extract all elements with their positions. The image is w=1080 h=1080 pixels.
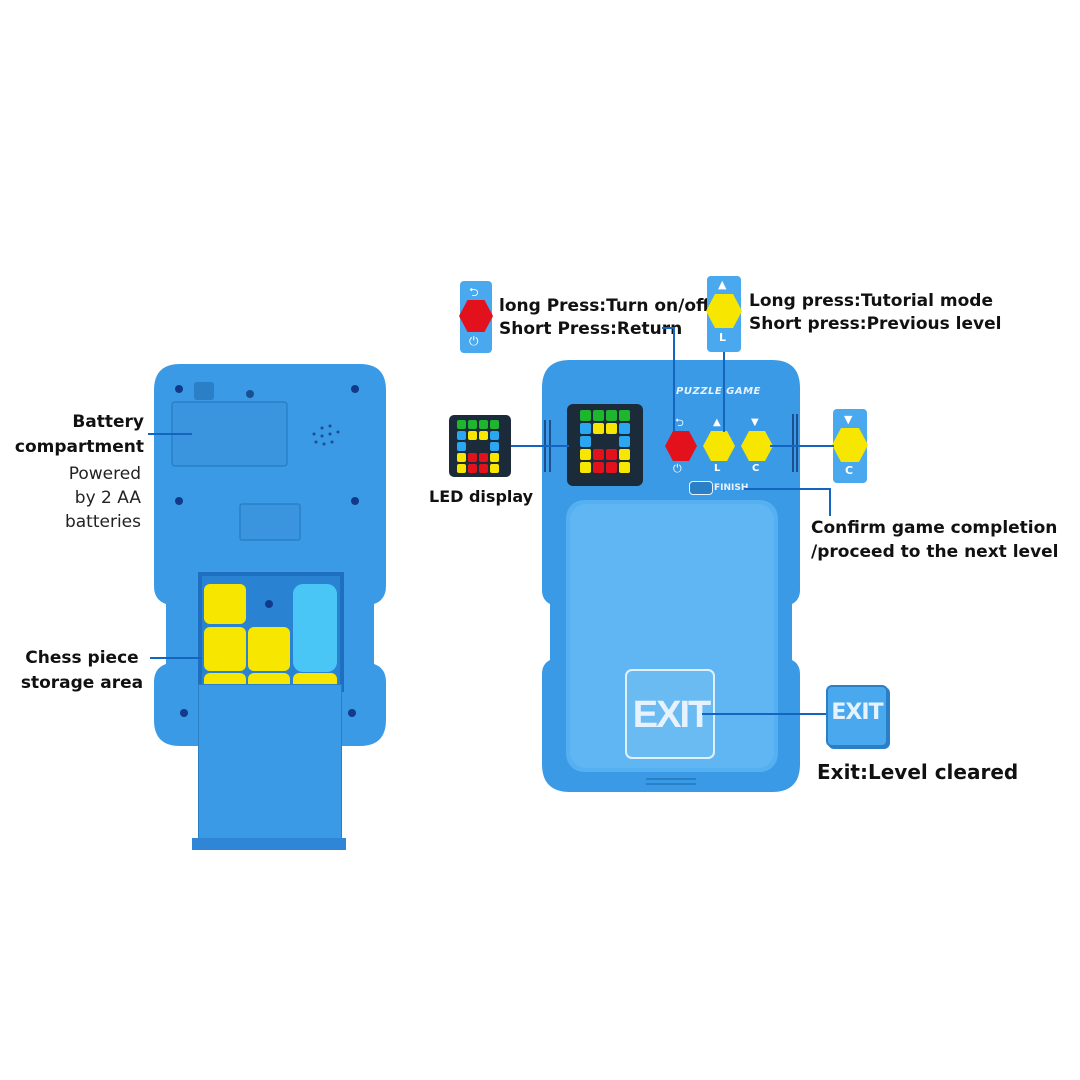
storage-lid-lip	[192, 838, 346, 850]
battery-leader-line	[148, 433, 192, 435]
exit-desc-label: Exit:Level cleared	[817, 760, 1019, 784]
l-short-label: Short press:Previous level	[749, 314, 1002, 334]
led-callout-grid	[457, 420, 505, 474]
cyan-piece	[293, 584, 337, 672]
finish-button[interactable]	[689, 481, 713, 495]
led-grid	[578, 410, 638, 482]
power-long-label: long Press:Turn on/off	[499, 296, 710, 316]
up-arrow-icon: ▲	[718, 278, 727, 291]
finish-desc-label: Confirm game completion /proceed to the …	[811, 518, 1059, 562]
up-arrow-icon: ▲	[713, 417, 721, 428]
button-c-label: C	[752, 463, 760, 474]
down-arrow-icon: ▼	[751, 417, 759, 428]
storage-lid	[198, 684, 342, 844]
power-short-label: Short Press:Return	[499, 319, 683, 339]
led-leader-line	[511, 445, 569, 447]
c-leader-line	[770, 445, 834, 447]
yellow-piece	[248, 627, 290, 671]
storage-label: Chess piece storage area	[20, 648, 144, 693]
storage-leader-line	[150, 657, 202, 659]
finish-leader-h	[744, 488, 830, 490]
power-icon: ⏻	[469, 334, 479, 348]
battery-label: Battery compartment	[14, 412, 144, 457]
return-icon: ⮌	[469, 285, 479, 299]
button-c-label: C	[845, 464, 854, 477]
led-display	[567, 404, 643, 486]
return-icon: ⮌	[675, 416, 684, 429]
exit-leader-line	[702, 713, 826, 715]
power-leader-v	[673, 327, 675, 431]
yellow-piece	[204, 627, 246, 671]
battery-desc: Powered by 2 AA batteries	[64, 464, 141, 532]
button-l-label: L	[714, 463, 721, 474]
l-leader-v	[723, 352, 725, 432]
l-long-label: Long press:Tutorial mode	[749, 291, 993, 311]
finish-label: FINISH	[714, 483, 749, 493]
power-leader-h	[662, 327, 674, 329]
button-l-label: L	[719, 331, 727, 344]
brand-logo: PUZZLE GAME	[676, 386, 761, 397]
exit-callout-tile	[826, 685, 888, 747]
down-arrow-icon: ▼	[844, 413, 853, 426]
led-label: LED display	[429, 487, 534, 506]
finish-leader-v	[829, 488, 831, 516]
exit-tile-label: EXIT	[632, 694, 711, 736]
yellow-piece	[204, 584, 246, 624]
exit-callout-label: EXIT	[831, 700, 883, 725]
power-icon: ⏻	[673, 462, 682, 475]
